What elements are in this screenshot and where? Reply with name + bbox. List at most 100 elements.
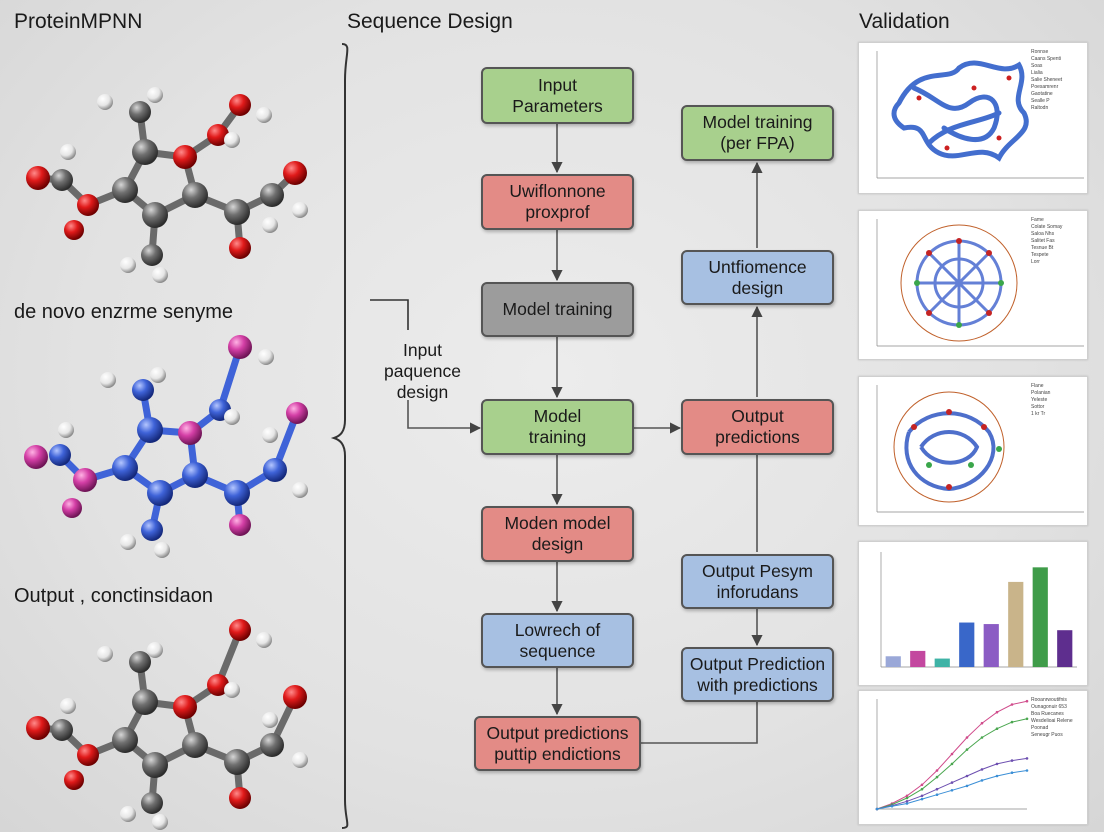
molecule-label-3: Output , conctinsidaon (14, 585, 214, 607)
flow-box-output-predictions-bottom: Output predictions puttip endictions (474, 716, 641, 771)
legend-item: Saloa Nhs (1031, 231, 1055, 237)
legend-item: Caans Spenti (1031, 56, 1062, 62)
molecule-1-illustration (26, 87, 308, 283)
legend-item: Yeleste (1031, 397, 1048, 403)
bar (1008, 581, 1024, 667)
data-point (980, 736, 984, 739)
validation-panel-1: Ronnse Caans Spenti Soas Lialia Salie Sh… (858, 42, 1088, 194)
legend-item: Lialia (1031, 70, 1043, 76)
legend-item: Tesnue Bt (1031, 245, 1054, 251)
legend-item: Ronnse (1031, 49, 1049, 55)
molecule-label-2: de novo enzrme senyme (14, 301, 234, 323)
data-point (980, 768, 984, 771)
legend-item: 1 kr Tr (1031, 411, 1046, 417)
header-sequence-design: Sequence Design (347, 10, 513, 33)
data-point (950, 762, 954, 766)
flow-box-untfiomence-design: Untfiomence design (681, 250, 834, 305)
flow-box-model-training-green: Model training (481, 399, 634, 455)
legend-item: Soas (1031, 63, 1043, 69)
legend-item: Rooanrwoutifnis (1031, 697, 1067, 703)
flow-box-model-training-per-fpa: Model training (per FPA) (681, 105, 834, 161)
data-point (950, 781, 954, 784)
header-validation: Validation (859, 10, 950, 33)
bar (1032, 567, 1048, 667)
legend-panel-1: Ronnse Caans Spenti Soas Lialia Salie Sh… (1031, 49, 1062, 112)
data-point (995, 727, 999, 730)
molecule-2-illustration (24, 335, 308, 558)
legend-item: Sealle P (1031, 98, 1050, 104)
data-point (920, 794, 924, 798)
data-point (905, 794, 909, 798)
bar (959, 622, 975, 667)
legend-item: Tespete (1031, 252, 1049, 258)
legend-item: Ounagonuir 653 (1031, 704, 1067, 710)
curly-brace (330, 43, 409, 829)
flow-box-output-prediction-with-predictions: Output Prediction with predictions (681, 647, 834, 702)
data-point (965, 748, 969, 751)
data-point (995, 710, 999, 714)
data-point (905, 800, 909, 803)
legend-item: Poonad (1031, 725, 1049, 731)
validation-panel-5: Rooanrwoutifnis Ounagonuir 653 Boa Rueca… (858, 690, 1088, 825)
data-point (950, 789, 954, 792)
data-point (1025, 717, 1029, 721)
validation-panel-3: Flane Polanian Yeleste Sottor 1 kr Tr (858, 376, 1088, 526)
data-point (1025, 757, 1029, 760)
protein-ribbon-plot-1 (876, 51, 1084, 179)
data-point (905, 802, 909, 805)
data-point (935, 793, 939, 796)
data-point (1010, 759, 1014, 762)
legend-item: Sottor (1031, 404, 1045, 410)
data-point (905, 796, 909, 800)
data-point (950, 752, 954, 756)
data-point (920, 783, 924, 787)
data-point (1025, 769, 1029, 772)
legend-item: Poesamrenr (1031, 84, 1059, 90)
data-point (1010, 771, 1014, 774)
legend-panel-2: Fame Colate Somay Saloa Nhs Salitet Fas … (1031, 217, 1062, 266)
flow-box-input-parameters: Input Parameters (481, 67, 634, 124)
bar (1057, 630, 1073, 667)
flow-box-model-training-gray: Model training (481, 282, 634, 337)
bar (934, 658, 950, 667)
header-proteinmpnn: ProteinMPNN (14, 10, 143, 33)
bar-chart (880, 552, 1077, 668)
data-point (935, 775, 939, 779)
line-chart (875, 699, 1029, 811)
legend-item: Wesdelioai Relene (1031, 718, 1073, 724)
legend-item: Colate Somay (1031, 224, 1063, 230)
legend-item: Salie Sheneet (1031, 77, 1063, 83)
legend-item: Gaotatine (1031, 91, 1053, 97)
side-note-input-sequence-design: Input paquence design (384, 340, 461, 402)
validation-panel-2: Fame Colate Somay Saloa Nhs Salitet Fas … (858, 210, 1088, 360)
flow-box-uwiflonnone-proxprof: Uwiflonnone proxprof (481, 174, 634, 230)
data-point (1025, 699, 1029, 703)
data-point (935, 787, 939, 791)
bar (910, 650, 926, 667)
legend-item: Seneugr Puos (1031, 732, 1063, 738)
legend-panel-5: Rooanrwoutifnis Ounagonuir 653 Boa Rueca… (1031, 697, 1073, 739)
data-point (965, 784, 969, 788)
data-point (875, 807, 879, 811)
flow-box-output-pesym-inforudans: Output Pesym inforudans (681, 554, 834, 609)
legend-item: Boa Ruecanes (1031, 711, 1064, 717)
data-point (1010, 720, 1014, 724)
data-point (1010, 703, 1014, 706)
data-point (980, 779, 984, 782)
protein-network-plot-2 (876, 219, 1084, 347)
data-point (935, 769, 939, 772)
data-point (995, 774, 999, 778)
data-point (965, 736, 969, 739)
data-point (995, 762, 999, 766)
legend-item: Flane (1031, 383, 1044, 389)
validation-panel-4 (858, 541, 1088, 686)
flow-box-moden-model-design: Moden model design (481, 506, 634, 562)
legend-item: Lorr (1031, 259, 1040, 265)
flow-box-output-predictions: Output predictions (681, 399, 834, 455)
legend-item: Polanian (1031, 390, 1051, 396)
legend-item: Salitet Fas (1031, 238, 1055, 244)
data-point (890, 804, 894, 808)
bar (885, 656, 901, 667)
protein-network-plot-3 (876, 385, 1084, 513)
